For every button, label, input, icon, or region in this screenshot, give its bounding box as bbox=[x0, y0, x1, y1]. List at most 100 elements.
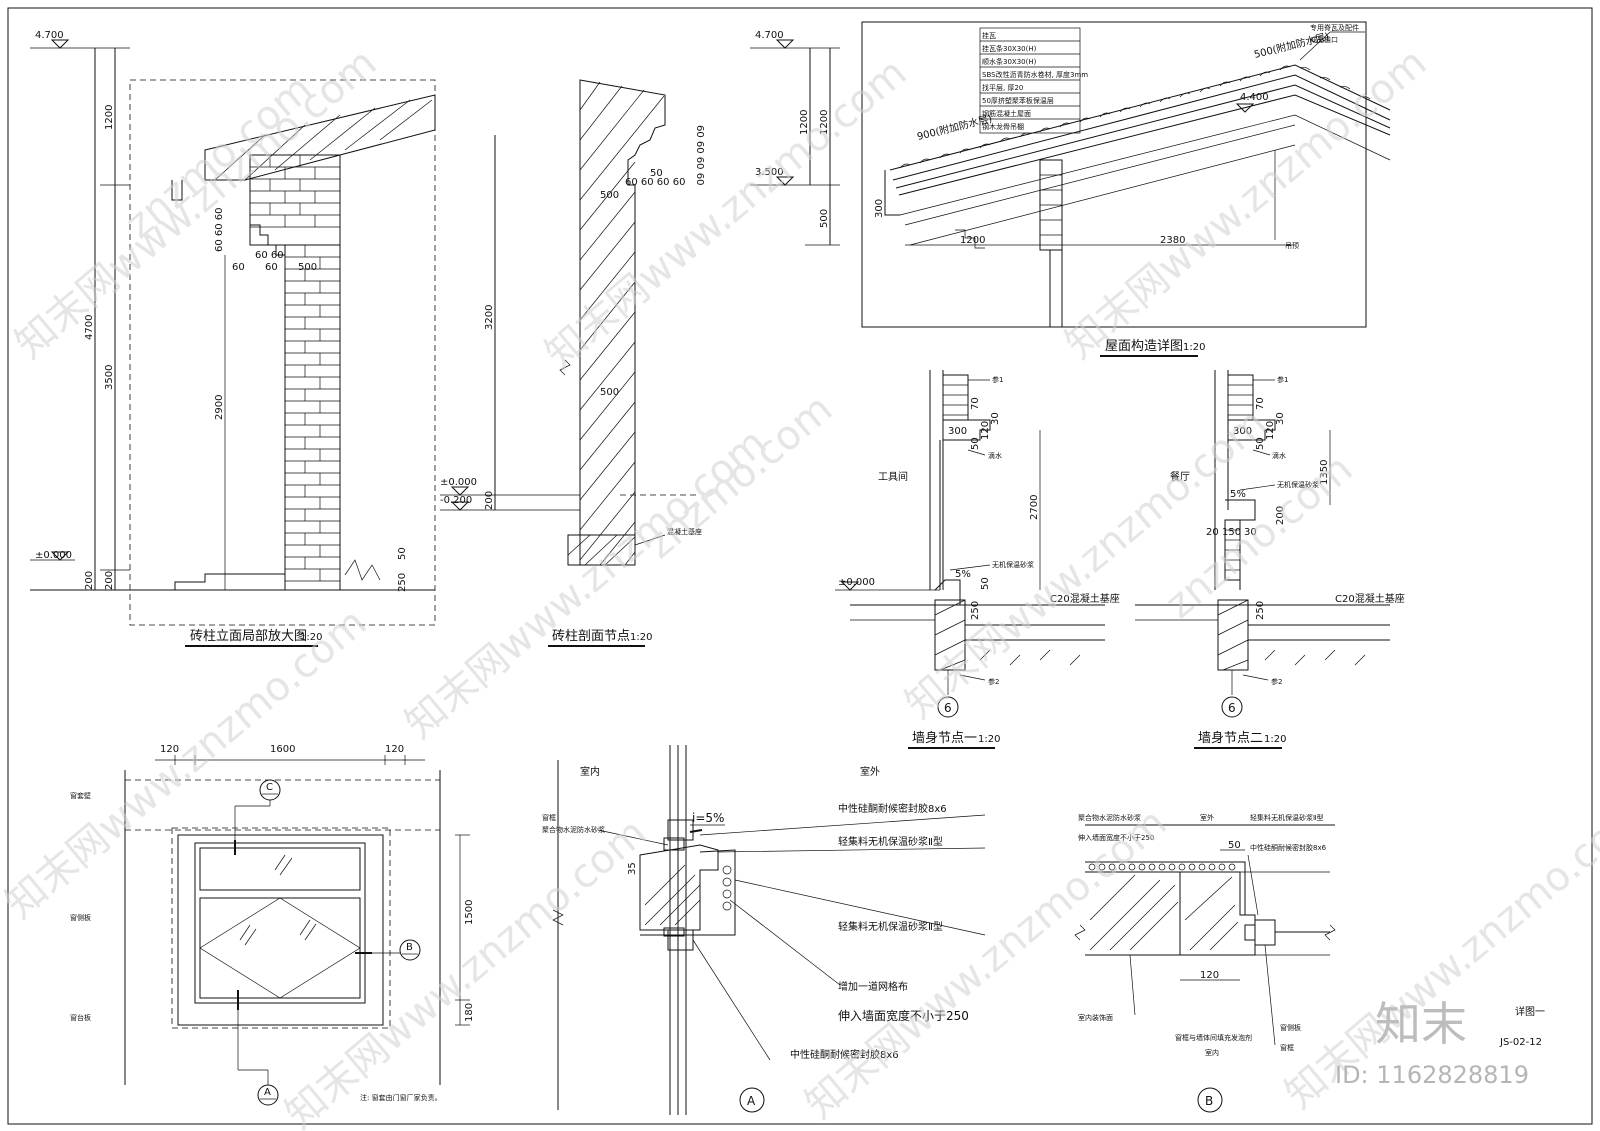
d1-dim-200a: 200 bbox=[84, 571, 95, 590]
w1-note-bottom: 参2 bbox=[988, 677, 999, 686]
roof-legend-4: 找平层, 厚20 bbox=[982, 83, 1023, 92]
d2-elev-m200: -0.200 bbox=[440, 495, 472, 506]
roof-legend-7: 钢木龙骨吊棚 bbox=[982, 122, 1024, 131]
roof-title: 屋面构造详图 bbox=[1105, 339, 1183, 354]
brand-id: ID: 1162828819 bbox=[1335, 1061, 1529, 1089]
d2-title: 砖柱剖面节点 bbox=[552, 629, 630, 644]
roof-label-ceiling: 吊顶 bbox=[1285, 242, 1299, 250]
b-circle: B bbox=[1205, 1094, 1213, 1108]
detail-window-elevation: 120 1600 120 C B A bbox=[70, 744, 475, 1106]
w1-dim-50: 50 bbox=[970, 437, 981, 450]
d2-dim-500b: 500 bbox=[600, 387, 619, 398]
d2-dim-3200: 3200 bbox=[484, 305, 495, 330]
win-note-head: 窗套壁 bbox=[70, 791, 91, 800]
w1-note-drip: 滴水 bbox=[988, 451, 1002, 460]
b-note-7: 窗框与墙体间填充发泡剂 bbox=[1175, 1033, 1252, 1042]
w1-note-mortar: 无机保温砂浆 bbox=[992, 560, 1034, 569]
corner-label: 详图一 bbox=[1515, 1005, 1545, 1018]
w2-dim-70: 70 bbox=[1255, 397, 1266, 410]
w2-dim-150: 150 bbox=[1222, 527, 1241, 538]
d1-title: 砖柱立面局部放大图 bbox=[190, 629, 307, 644]
roof-scale: 1:20 bbox=[1183, 342, 1205, 353]
roof-legend-2: 顺水条30X30(H) bbox=[982, 57, 1037, 66]
b-note-4: 窗框 bbox=[1280, 1043, 1294, 1052]
a-label-seal: 聚合物水泥防水砂浆 bbox=[542, 825, 605, 834]
w1-elev-0: ±0.000 bbox=[838, 577, 875, 588]
b-room-in: 室内 bbox=[1205, 1048, 1219, 1057]
a-callout-4: 伸入墙面宽度不小于250 bbox=[838, 1008, 969, 1023]
w1-dim-2700: 2700 bbox=[1029, 495, 1040, 520]
w2-title: 墙身节点二 bbox=[1198, 730, 1263, 746]
w2-dim-1350: 1350 bbox=[1319, 460, 1330, 485]
d1-elev-4700: 4.700 bbox=[35, 30, 64, 41]
d2-note-base: 混凝土基座 bbox=[667, 527, 702, 536]
w1-scale: 1:20 bbox=[978, 734, 1000, 745]
win-dim-120a: 120 bbox=[160, 744, 179, 755]
w2-dim-250: 250 bbox=[1255, 601, 1266, 620]
w2-dim-120: 120 bbox=[1265, 421, 1276, 440]
brand-logo: 知末 bbox=[1375, 997, 1467, 1051]
w2-note-base: C20混凝土基座 bbox=[1335, 592, 1405, 605]
win-dim-120b: 120 bbox=[385, 744, 404, 755]
w2-note-drip: 滴水 bbox=[1272, 451, 1286, 460]
w1-note-top: 参1 bbox=[992, 375, 1003, 384]
roof-dim-2380: 2380 bbox=[1160, 235, 1185, 246]
a-dim-35: 35 bbox=[627, 862, 638, 875]
d2-scale: 1:20 bbox=[630, 632, 652, 643]
detail-b-window-jamb: 120 50 室外 室内 聚合物水泥防水砂浆 伸入墙面宽度不小于250 轻集料无… bbox=[1074, 813, 1336, 1113]
a-slope: i=5% bbox=[692, 811, 724, 825]
win-dim-1600: 1600 bbox=[270, 744, 295, 755]
win-note-side: 窗侧板 bbox=[70, 913, 91, 922]
b-note-5: 窗侧板 bbox=[1280, 1023, 1301, 1032]
roof-legend-1: 挂瓦条30X30(H) bbox=[982, 44, 1037, 53]
w1-room: 工具间 bbox=[878, 470, 908, 483]
w1-dim-250: 250 bbox=[970, 601, 981, 620]
w1-dim-5pct: 5% bbox=[955, 569, 971, 580]
a-room-in: 室内 bbox=[580, 765, 600, 778]
d2-dim-500a: 500 bbox=[600, 190, 619, 201]
b-note-0: 聚合物水泥防水砂浆 bbox=[1078, 813, 1141, 822]
w1-dim-50b: 50 bbox=[980, 577, 991, 590]
roof-legend-table: 挂瓦 挂瓦条30X30(H) 顺水条30X30(H) SBS改性沥青防水卷材, … bbox=[979, 27, 1088, 134]
a-callout-0: 中性硅酮耐候密封胶8x6 bbox=[838, 802, 947, 815]
sheet-number: JS-02-12 bbox=[1499, 1037, 1542, 1048]
b-dim-50: 50 bbox=[1228, 840, 1241, 851]
d2-dim-50: 50 bbox=[650, 168, 663, 179]
b-note-2: 轻集料无机保温砂浆Ⅱ型 bbox=[1250, 813, 1323, 822]
w2-dim-30: 30 bbox=[1275, 412, 1286, 425]
w1-dim-30: 30 bbox=[990, 412, 1001, 425]
d1-dim-250: 250 bbox=[397, 573, 408, 592]
w2-note-mortar: 无机保温砂浆 bbox=[1277, 480, 1319, 489]
roof-legend-5: 50厚挤塑聚苯板保温层 bbox=[982, 96, 1054, 105]
b-note-6: 室内装饰面 bbox=[1078, 1013, 1113, 1022]
brand-stamp: 知末 ID: 1162828819 bbox=[1335, 997, 1529, 1089]
w2-room: 餐厅 bbox=[1170, 470, 1190, 483]
detail-brick-column-elevation: 4.700 ±0.000 1200 4700 3500 200 200 2900… bbox=[30, 30, 436, 647]
d2-dim-200: 200 bbox=[484, 491, 495, 510]
detail-wall-node-1: ±0.000 工具间 参1 滴水 无机保温砂浆 C20混凝土基座 参2 2700… bbox=[835, 370, 1120, 749]
a-callout-3: 增加一道网格布 bbox=[838, 980, 908, 993]
roof-elev-4700: 4.700 bbox=[755, 30, 784, 41]
b-note-1: 伸入墙面宽度不小于250 bbox=[1078, 833, 1154, 842]
sheet-border bbox=[7, 7, 1593, 1125]
b-dim-120: 120 bbox=[1200, 970, 1219, 981]
w1-dim-120: 120 bbox=[980, 421, 991, 440]
d1-elev-0: ±0.000 bbox=[35, 550, 72, 561]
detail-wall-node-2: 餐厅 参1 滴水 无机保温砂浆 C20混凝土基座 参2 1350 200 70 … bbox=[1135, 370, 1405, 749]
w2-dim-200: 200 bbox=[1275, 506, 1286, 525]
d2-dim-60h: 60 60 60 60 bbox=[625, 177, 685, 188]
d2-elev-0: ±0.000 bbox=[440, 477, 477, 488]
w2-dim-30b: 30 bbox=[1244, 527, 1257, 538]
d1-dim-60: 60 bbox=[232, 262, 245, 273]
a-room-out: 室外 bbox=[860, 765, 880, 778]
sheet-corner-info: 详图一 JS-02-12 bbox=[1499, 1005, 1545, 1048]
a-callout-2: 轻集料无机保温砂浆Ⅱ型 bbox=[838, 920, 943, 933]
w2-scale: 1:20 bbox=[1264, 734, 1286, 745]
d1-dim-200b: 200 bbox=[104, 571, 115, 590]
win-dim-1500: 1500 bbox=[464, 900, 475, 925]
win-note-sill: 窗台板 bbox=[70, 1013, 91, 1022]
detail-a-window-sill: 室内 室外 i=5% 35 窗框 聚合物水泥防水砂浆 中性硅酮耐候密封胶8x6 … bbox=[542, 745, 986, 1115]
roof-dim-300: 300 bbox=[874, 199, 885, 218]
d1-dim-606060: 60 60 60 bbox=[214, 207, 225, 252]
